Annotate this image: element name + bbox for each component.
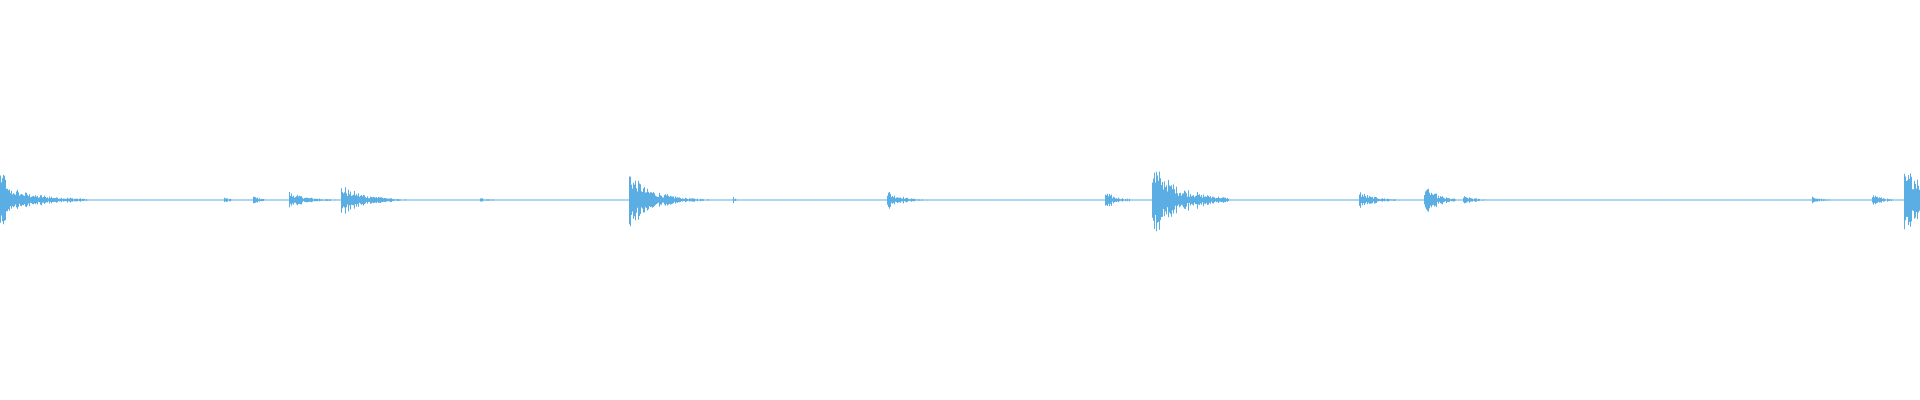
waveform-trace	[0, 171, 1920, 232]
